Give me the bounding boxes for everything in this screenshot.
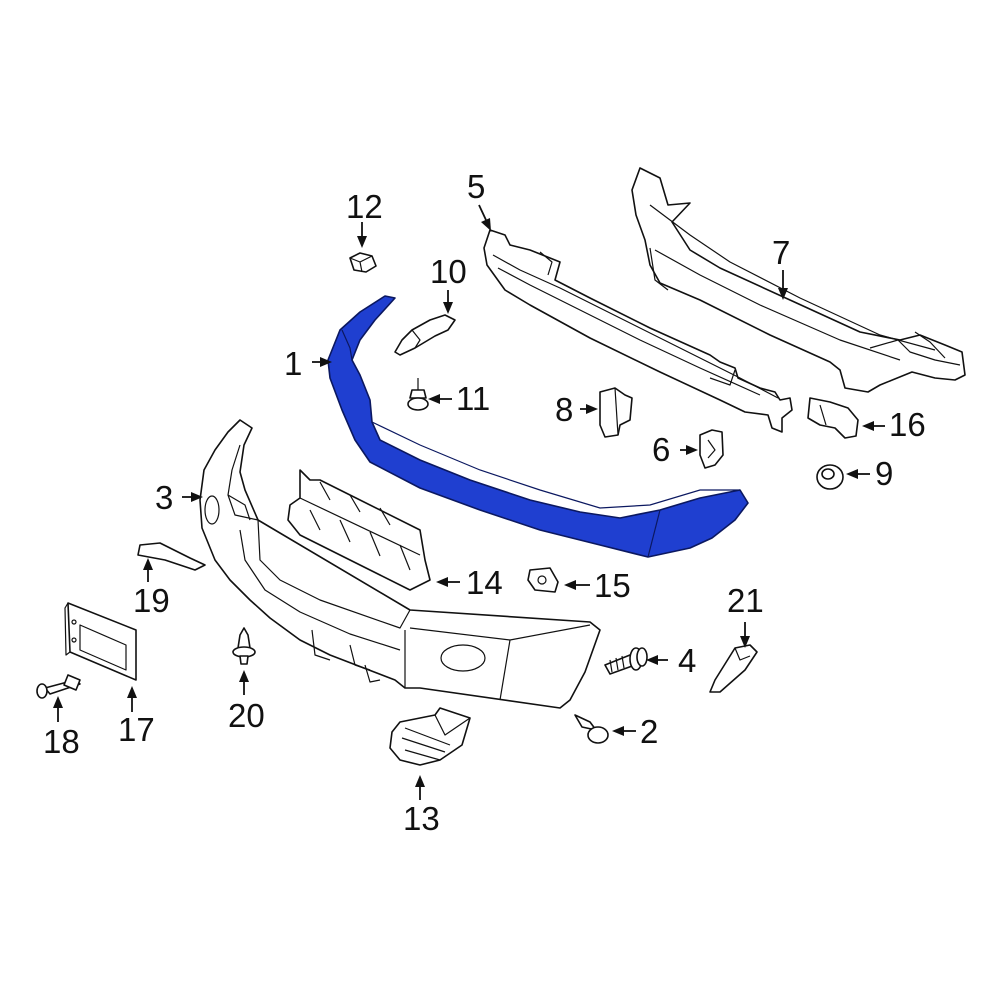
callout-20: 20 bbox=[228, 697, 265, 734]
part-5-absorber-bar[interactable] bbox=[483, 229, 793, 433]
callout-labels: 1 2 3 4 5 6 7 8 9 10 11 12 13 14 15 16 1… bbox=[43, 168, 926, 837]
callout-2: 2 bbox=[640, 713, 658, 750]
callout-19: 19 bbox=[133, 582, 170, 619]
callout-13: 13 bbox=[403, 800, 440, 837]
part-20-push-pin[interactable] bbox=[232, 627, 256, 665]
callout-21: 21 bbox=[727, 582, 764, 619]
part-14-grille[interactable] bbox=[287, 469, 431, 591]
callout-12: 12 bbox=[346, 188, 383, 225]
part-19-strip[interactable] bbox=[137, 542, 206, 571]
callout-1: 1 bbox=[284, 345, 302, 382]
part-17-license-bracket[interactable] bbox=[64, 602, 137, 681]
callout-8: 8 bbox=[555, 391, 573, 428]
callout-7: 7 bbox=[772, 234, 790, 271]
part-16-corner-bracket[interactable] bbox=[807, 397, 859, 439]
callout-4: 4 bbox=[678, 642, 696, 679]
callout-14: 14 bbox=[466, 564, 503, 601]
part-13-fog-lamp-cover[interactable] bbox=[389, 707, 471, 766]
part-15-bracket[interactable] bbox=[527, 567, 559, 593]
callout-15: 15 bbox=[594, 567, 631, 604]
part-11-screw[interactable] bbox=[407, 378, 429, 411]
part-6-clip[interactable] bbox=[699, 429, 724, 469]
part-21-trim-strip[interactable] bbox=[709, 644, 758, 693]
part-9-grommet[interactable] bbox=[816, 464, 844, 490]
part-3-bumper-fascia[interactable] bbox=[199, 419, 601, 709]
part-18-bolt[interactable] bbox=[36, 674, 81, 699]
part-4-bolt[interactable] bbox=[604, 647, 648, 675]
callout-5: 5 bbox=[467, 168, 485, 205]
callout-10: 10 bbox=[430, 253, 467, 290]
callout-3: 3 bbox=[155, 479, 173, 516]
callout-17: 17 bbox=[118, 711, 155, 748]
callout-11: 11 bbox=[456, 380, 490, 417]
leader-lines bbox=[53, 204, 885, 800]
part-8-clip[interactable] bbox=[599, 387, 633, 438]
part-2-retainer[interactable] bbox=[574, 714, 609, 744]
callout-16: 16 bbox=[889, 406, 926, 443]
callout-6: 6 bbox=[652, 431, 670, 468]
callout-9: 9 bbox=[875, 455, 893, 492]
part-10-bracket[interactable] bbox=[394, 314, 456, 356]
part-12-nut[interactable] bbox=[349, 252, 377, 273]
part-7-reinforcement-bar[interactable] bbox=[631, 167, 966, 393]
callout-18: 18 bbox=[43, 723, 80, 760]
part-1-bumper-cover-highlighted[interactable] bbox=[327, 295, 749, 558]
